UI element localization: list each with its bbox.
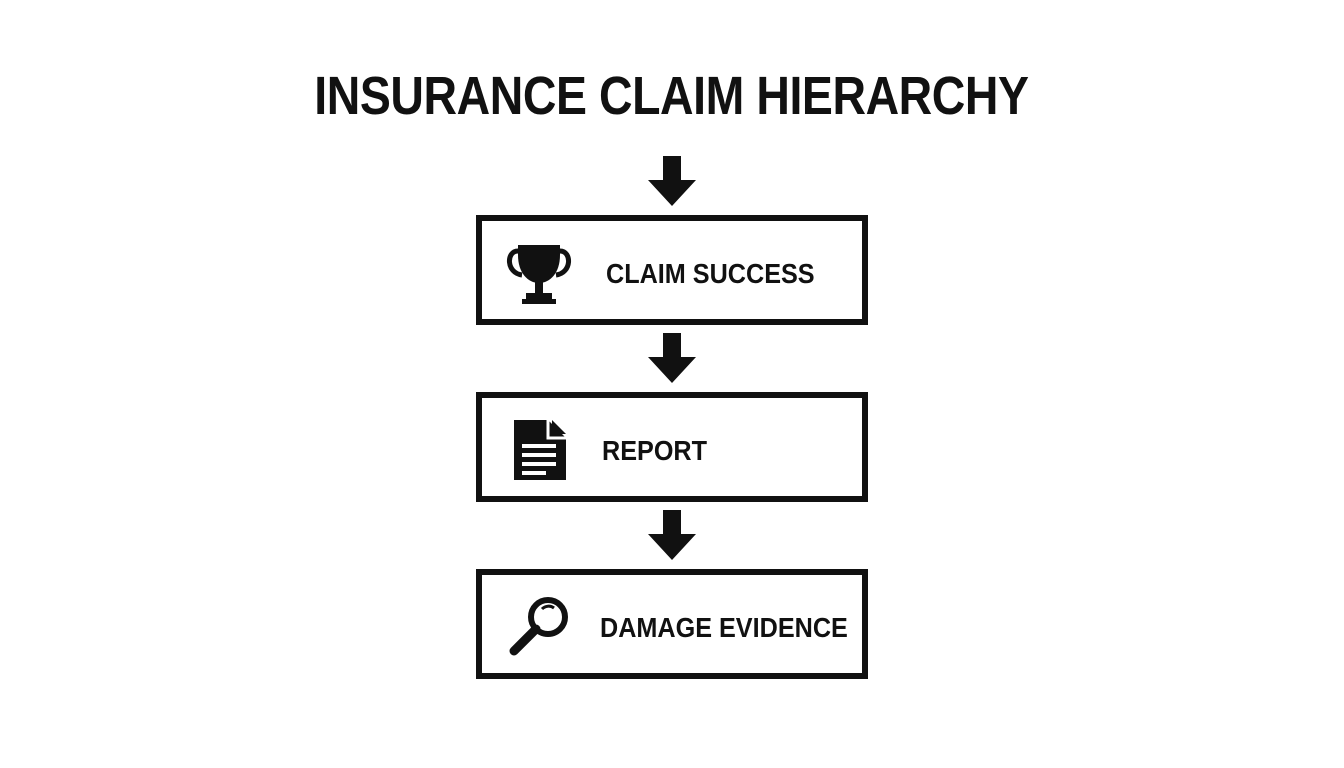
arrow-down-icon <box>648 333 696 383</box>
node-label: DAMAGE EVIDENCE <box>600 612 848 643</box>
trophy-icon <box>507 245 571 304</box>
magnifying-glass-icon <box>509 597 568 656</box>
arrow-down-icon <box>648 510 696 560</box>
node-label: CLAIM SUCCESS <box>606 258 815 289</box>
diagram-title: INSURANCE CLAIM HIERARCHY <box>314 66 1029 126</box>
node-damage-evidence: DAMAGE EVIDENCE <box>476 569 868 679</box>
node-label: REPORT <box>602 435 708 466</box>
document-icon <box>514 420 566 480</box>
node-report: REPORT <box>476 392 868 502</box>
arrow-down-icon <box>648 156 696 206</box>
node-claim-success: CLAIM SUCCESS <box>476 215 868 325</box>
